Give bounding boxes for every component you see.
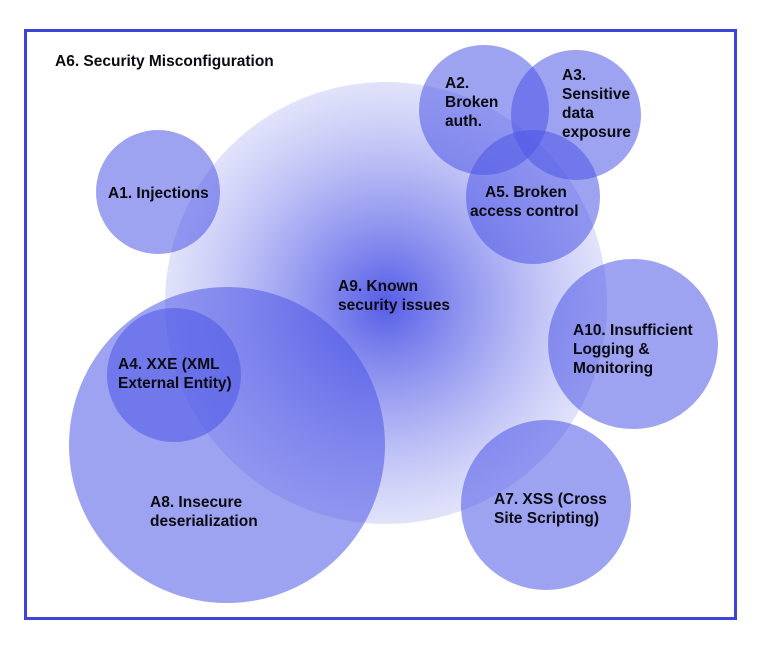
label-a2: A2. Broken auth.: [445, 75, 503, 130]
label-a8: A8. Insecure deserialization: [150, 494, 258, 530]
label-a3: A3. Sensitive data exposure: [562, 67, 634, 141]
label-a10: A10. Insufficient Logging & Monitoring: [573, 322, 697, 377]
label-a9: A9. Known security issues: [338, 278, 450, 314]
label-a7: A7. XSS (Cross Site Scripting): [494, 491, 611, 527]
circle-a10: [548, 259, 718, 429]
label-a5: A5. Broken access control: [470, 184, 579, 220]
circle-a5: [466, 130, 600, 264]
diagram-title: A6. Security Misconfiguration: [55, 53, 274, 70]
label-a4: A4. XXE (XML External Entity): [118, 356, 232, 392]
label-a1: A1. Injections: [108, 185, 209, 202]
circle-a4: [107, 308, 241, 442]
circle-a1: [96, 130, 220, 254]
circle-a7: [461, 420, 631, 590]
